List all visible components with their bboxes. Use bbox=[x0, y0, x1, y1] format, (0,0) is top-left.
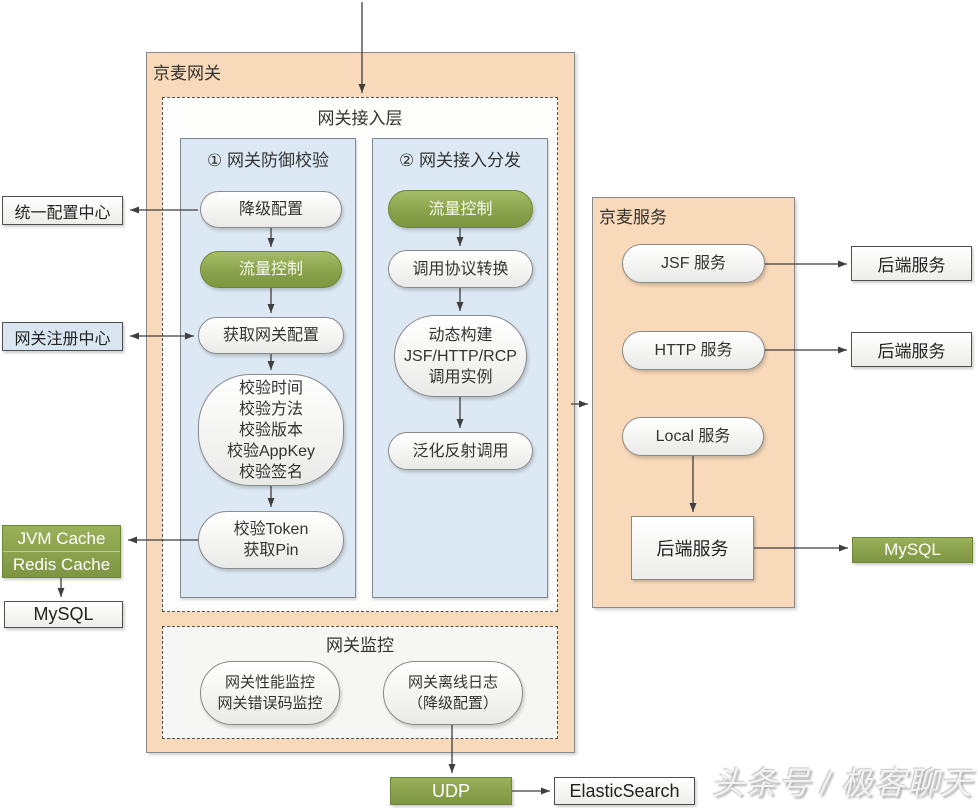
backend-service-http-box: 后端服务 bbox=[851, 332, 972, 367]
defense-panel-title: ① 网关防御校验 bbox=[207, 151, 329, 170]
node-http-service: HTTP 服务 bbox=[622, 331, 765, 370]
udp-box: UDP bbox=[390, 777, 512, 805]
node-dynamic-build: 动态构建 JSF/HTTP/RCP 调用实例 bbox=[394, 315, 527, 397]
cache-box: JVM Cache Redis Cache bbox=[2, 525, 121, 578]
node-offline-log: 网关离线日志 （降级配置） bbox=[383, 661, 523, 725]
mysql-left-box: MySQL bbox=[4, 601, 123, 628]
node-flow-control-defense: 流量控制 bbox=[200, 251, 342, 288]
monitor-title: 网关监控 bbox=[326, 636, 394, 655]
backend-service-inner-box: 后端服务 bbox=[631, 516, 754, 580]
node-degrade-config: 降级配置 bbox=[200, 191, 342, 228]
node-validation-checks: 校验时间 校验方法 校验版本 校验AppKey 校验签名 bbox=[198, 374, 344, 486]
access-layer-title: 网关接入层 bbox=[317, 109, 403, 128]
node-local-service: Local 服务 bbox=[622, 417, 764, 456]
node-perf-monitor: 网关性能监控 网关错误码监控 bbox=[200, 661, 340, 725]
redis-cache-label: Redis Cache bbox=[12, 554, 111, 574]
node-jsf-service: JSF 服务 bbox=[622, 244, 765, 283]
jingmai-services-title: 京麦服务 bbox=[599, 208, 667, 227]
dispatch-panel-title: ② 网关接入分发 bbox=[399, 151, 521, 170]
jvm-cache-label: JVM Cache bbox=[3, 526, 120, 552]
mysql-right-box: MySQL bbox=[852, 537, 973, 563]
node-fetch-gateway-config: 获取网关配置 bbox=[198, 317, 344, 354]
node-protocol-convert: 调用协议转换 bbox=[388, 250, 533, 288]
registry-center-box: 网关注册中心 bbox=[2, 322, 123, 351]
config-center-box: 统一配置中心 bbox=[2, 196, 123, 225]
jingmai-gateway-title: 京麦网关 bbox=[153, 64, 221, 83]
elasticsearch-box: ElasticSearch bbox=[554, 777, 695, 805]
watermark-text: 头条号 / 极客聊天 bbox=[712, 765, 973, 801]
node-flow-control-dispatch: 流量控制 bbox=[388, 190, 533, 228]
node-token-pin: 校验Token 获取Pin bbox=[198, 511, 344, 569]
backend-service-jsf-box: 后端服务 bbox=[851, 246, 972, 281]
node-generic-invoke: 泛化反射调用 bbox=[388, 432, 533, 470]
